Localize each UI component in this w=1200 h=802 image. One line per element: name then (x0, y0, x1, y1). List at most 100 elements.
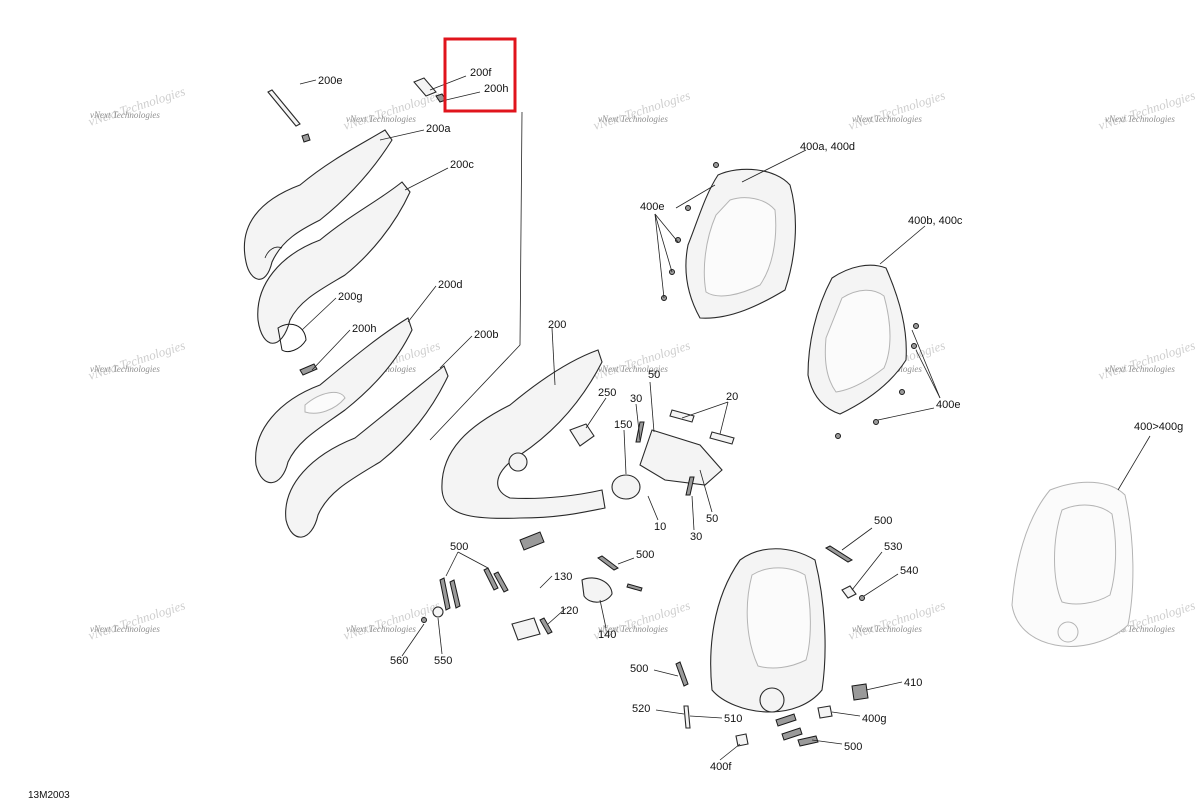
leader-line (719, 743, 741, 761)
spring-part (675, 661, 689, 687)
spring-part (824, 545, 854, 563)
watermark: vNext Technologies (86, 597, 187, 642)
callout-500c: 500 (874, 515, 892, 527)
callout-10: 10 (654, 521, 666, 533)
pipe-port (508, 452, 528, 472)
leader-line (547, 607, 567, 625)
leader-line (689, 715, 723, 719)
leader-line (407, 285, 437, 323)
callout-400f: 400f (710, 761, 732, 773)
leader-line (539, 575, 553, 589)
leader-line (649, 381, 655, 433)
callout-200b: 200b (474, 329, 498, 341)
connector-part-10 (639, 429, 723, 486)
spring-part (483, 567, 499, 591)
leader-line (429, 111, 523, 441)
leader-line (915, 349, 941, 399)
watermark: vNext Technologies (90, 110, 160, 120)
elbow-part-140 (581, 577, 613, 603)
grommet-part-550 (432, 606, 444, 618)
leader-line (654, 213, 665, 299)
watermark: vNext Technologies (598, 364, 668, 374)
spring-part (775, 713, 797, 727)
leader-line (655, 709, 685, 715)
callout-400e-top: 400e (640, 201, 664, 213)
callout-20: 20 (726, 391, 738, 403)
watermark: vNext Technologies (846, 597, 947, 642)
leader-line (401, 623, 425, 657)
spring-part (797, 735, 819, 747)
watermark: vNext Technologies (598, 114, 668, 124)
callout-130: 130 (554, 571, 572, 583)
watermark: vNext Technologies (1096, 337, 1197, 382)
callout-550: 550 (434, 655, 452, 667)
block-part-410 (851, 683, 869, 701)
callout-200d: 200d (438, 279, 462, 291)
spring-part (781, 727, 803, 741)
callout-200a: 200a (426, 123, 451, 135)
callout-labels: 200e 200f 200h 200a 200c 200g 200d 200h … (318, 67, 1183, 773)
callout-50a: 50 (648, 369, 660, 381)
spring-part (626, 583, 643, 592)
leader-line (877, 407, 935, 421)
leader-line (741, 149, 807, 183)
fastener-part (911, 343, 917, 349)
figure-code: 13M2003 (28, 790, 70, 801)
fastener-part (913, 323, 919, 329)
callout-120: 120 (560, 605, 578, 617)
fastener-part (685, 205, 691, 211)
callout-200: 200 (548, 319, 566, 331)
leader-line (635, 403, 641, 441)
fastener-part (835, 433, 841, 439)
leader-line (585, 397, 607, 429)
callout-200h: 200h (352, 323, 376, 335)
fastener-part (713, 162, 719, 168)
callout-150: 150 (614, 419, 632, 431)
callout-400g: 400g (862, 713, 886, 725)
gasket-part-20b (709, 431, 735, 445)
leader-line (437, 617, 443, 655)
leader-line (404, 167, 449, 191)
spring-part (597, 555, 619, 571)
watermark: vNext Technologies (1096, 87, 1197, 132)
exhaust-pipe-200b (285, 365, 449, 538)
leader-line (811, 739, 843, 745)
callout-540: 540 (900, 565, 918, 577)
watermark: vNext Technologies (852, 624, 922, 634)
fastener-part (899, 389, 905, 395)
leader-line (457, 551, 489, 569)
spring-part (493, 571, 509, 593)
leader-line (299, 79, 317, 85)
muffler-outlet (759, 687, 785, 713)
pipe-window (304, 391, 346, 414)
ring-part-200g (277, 323, 307, 353)
leader-line (311, 329, 351, 371)
muffler-faint-outlet (1057, 621, 1079, 643)
hook-part-520 (683, 705, 691, 729)
fastener-part (873, 419, 879, 425)
watermark: vNext Technologies (1105, 624, 1175, 634)
nut-part-560 (421, 617, 427, 623)
spring-part (539, 617, 553, 635)
callout-530: 530 (884, 541, 902, 553)
main-exhaust-assembly (421, 349, 735, 641)
clip-part-400f (735, 733, 749, 747)
leader-line (301, 297, 337, 331)
leader-line (841, 527, 873, 551)
muffler-inner (746, 567, 811, 669)
rod-part (267, 89, 301, 127)
muffler-faint-inner (1054, 504, 1117, 605)
callout-500d: 500 (630, 663, 648, 675)
leader-line (699, 469, 713, 513)
leader-line (691, 495, 695, 531)
callout-500b: 500 (636, 549, 654, 561)
callout-250: 250 (598, 387, 616, 399)
fastener-part (675, 237, 681, 243)
callout-400e-mid: 400e (936, 399, 960, 411)
leader-line (647, 495, 659, 521)
leader-line (654, 213, 673, 273)
leader-line (429, 75, 467, 91)
bracket-part-120 (511, 617, 541, 641)
exhaust-pipe-200c (257, 181, 411, 344)
